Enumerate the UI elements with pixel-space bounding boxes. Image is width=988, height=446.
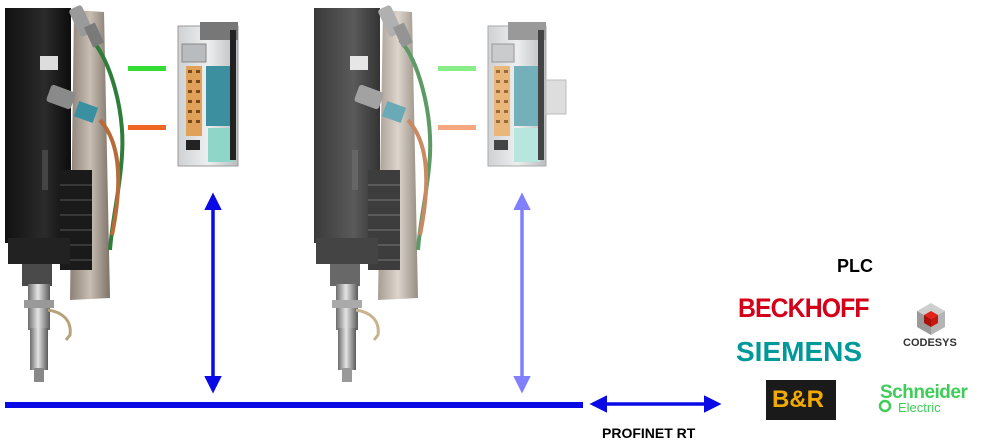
connector-icon: [354, 5, 414, 123]
schneider-logo-line1: Schneider: [880, 382, 968, 403]
drive-controller-2: [487, 22, 567, 167]
profinet-label: PROFINET RT: [602, 425, 696, 441]
signal-green-2: [438, 66, 476, 71]
br-logo: B&R: [772, 386, 824, 413]
connector-icon: [46, 5, 105, 123]
schneider-logo-line2: Electric: [898, 400, 941, 415]
beckhoff-logo: BECKHOFF: [738, 293, 870, 323]
schneider-swirl-icon: [878, 399, 892, 413]
codesys-cube-icon: [917, 303, 945, 335]
siemens-logo: SIEMENS: [736, 336, 863, 367]
screwdriver-unit-2: [314, 5, 433, 382]
signal-orange-1: [128, 125, 166, 130]
codesys-logo: CODESYS: [903, 337, 957, 349]
br-logo-box: [766, 380, 836, 420]
drive-controller-1: [177, 22, 239, 167]
signal-green-1: [128, 66, 166, 71]
signal-orange-2: [438, 125, 476, 130]
plc-heading: PLC: [837, 256, 873, 276]
screwdriver-unit-1: [5, 5, 125, 382]
